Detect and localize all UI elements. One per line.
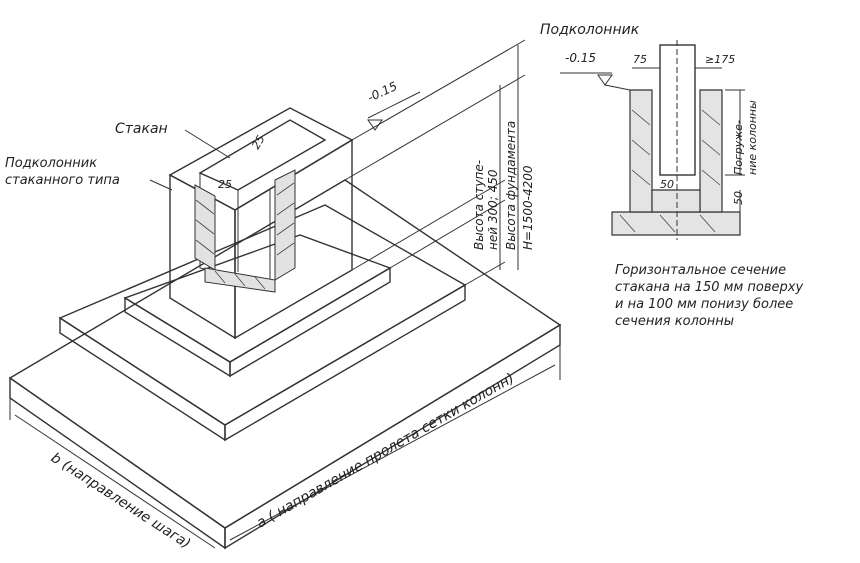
main-dimension-lines: [9, 39, 561, 549]
label-pogruzhenie-2: ние колонны: [746, 100, 759, 175]
label-dim-50b: 50: [732, 191, 745, 205]
socket-column: [168, 107, 354, 340]
label-level-main: -0.15: [365, 79, 399, 105]
label-dim-175: ≥175: [705, 53, 735, 66]
label-dim-50a: 50: [660, 178, 674, 191]
label-height-found: Высота фундамента: [504, 121, 518, 250]
caption-line-4: сечения колонны: [615, 314, 734, 329]
label-height-step-2: ней 300; 450: [486, 169, 500, 250]
label-height-step-1: Высота ступе-: [472, 160, 486, 250]
caption-line-2: стакана на 150 мм поверху: [615, 280, 803, 295]
label-stakan: Стакан: [115, 121, 168, 137]
label-dim-75: 75: [633, 53, 647, 66]
label-height-h: H=1500-4200: [521, 165, 535, 250]
upper-step: [123, 234, 392, 378]
label-podkolonnik-section: Подколонник: [540, 22, 640, 38]
label-podkolonnik-1: Подколонник: [5, 156, 97, 171]
label-axis-b: b (направление шага): [48, 450, 193, 552]
caption-line-3: и на 100 мм понизу более: [615, 297, 793, 312]
caption-line-1: Горизонтальное сечение: [615, 263, 786, 278]
label-podkolonnik-2: стаканного типа: [5, 173, 120, 188]
label-level-section: -0.15: [565, 51, 596, 65]
label-dim-25b: 25: [249, 133, 267, 152]
section-view: [560, 40, 745, 240]
label-pogruzhenie-1: Погруже-: [732, 120, 745, 175]
label-axis-a: a ( направление пролета сетки колонн): [254, 370, 517, 531]
label-dim-25a: 25: [218, 178, 232, 191]
